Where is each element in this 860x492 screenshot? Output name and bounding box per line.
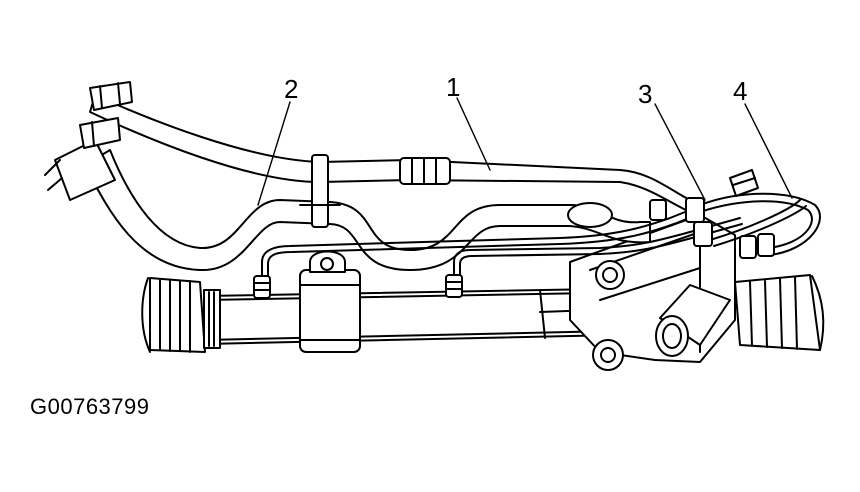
callout-3: 3	[638, 79, 652, 109]
figure-id-label: G00763799	[30, 394, 150, 419]
line-fitting-left	[253, 275, 271, 299]
right-bellows-boot	[734, 274, 825, 351]
leader-line-1	[456, 97, 491, 171]
hose-1-return	[89, 94, 691, 213]
valve-port-fittings	[649, 197, 775, 259]
callout-4: 4	[733, 76, 747, 106]
line-fitting-center	[445, 274, 463, 298]
callout-2: 2	[284, 74, 298, 104]
mounting-bracket-left	[299, 250, 361, 353]
cylinder-line-right	[453, 217, 743, 276]
left-bellows-boot	[141, 277, 206, 353]
leader-line-2	[257, 101, 291, 206]
hose-2-pressure	[84, 149, 651, 272]
mount-bolt-lower	[592, 339, 624, 371]
left-tie-rod-clamp	[203, 289, 221, 349]
valve-lines-loop	[699, 192, 821, 256]
mount-bolt-upper	[595, 260, 625, 290]
hose-clamp	[299, 154, 341, 228]
leader-line-4	[744, 103, 793, 199]
input-shaft-fitting	[729, 169, 759, 197]
callout-1: 1	[446, 72, 460, 102]
cylinder-line-left	[261, 209, 695, 277]
leader-line-3	[654, 103, 706, 201]
hose-cut-ends	[44, 81, 133, 201]
leader-lines	[257, 97, 793, 206]
adjuster-plug	[655, 284, 731, 357]
